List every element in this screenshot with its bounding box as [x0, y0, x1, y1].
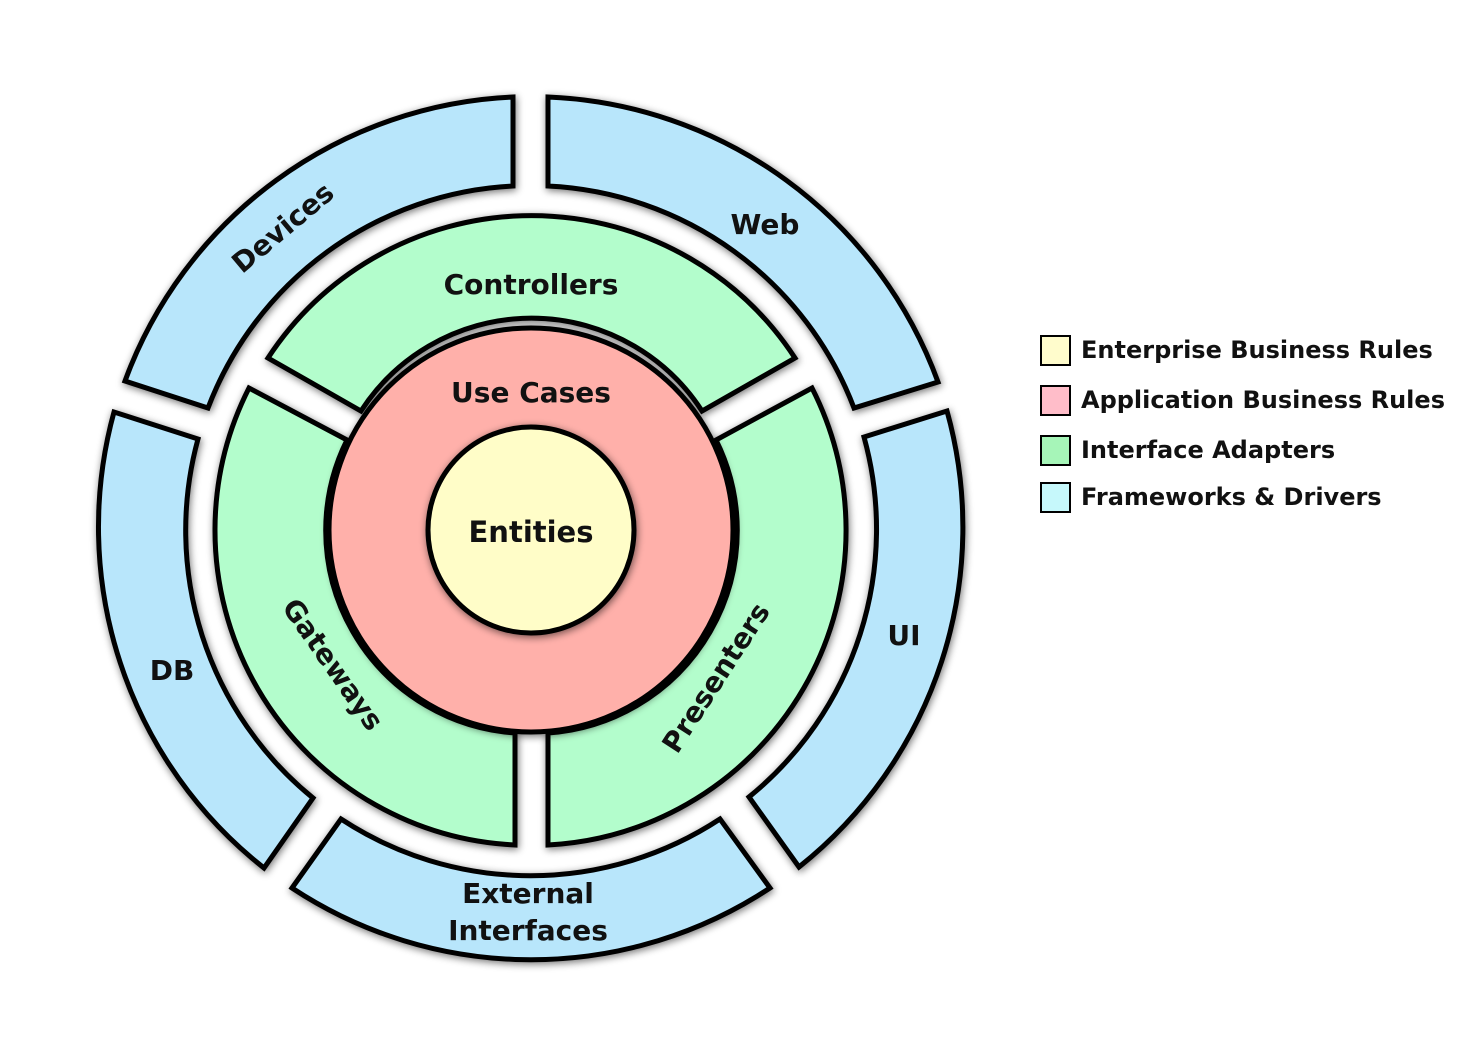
legend-label: Frameworks & Drivers: [1081, 483, 1382, 511]
legend-swatch-adapters: [1040, 434, 1071, 466]
legend-item: Application Business Rules: [1040, 383, 1445, 417]
legend-swatch-enterprise: [1040, 334, 1071, 366]
legend-label: Interface Adapters: [1081, 436, 1336, 464]
segment-ui: [745, 407, 966, 871]
segment-db: [95, 408, 317, 872]
segment-presenters: [545, 384, 849, 848]
clean-architecture-diagram: Entities Use Cases Controllers Gateways …: [95, 94, 966, 963]
legend-item: Frameworks & Drivers: [1040, 480, 1382, 514]
frameworks-drivers-ring: [95, 94, 966, 963]
entities-circle: [425, 424, 637, 636]
label-db: DB: [150, 654, 195, 687]
label-entities: Entities: [469, 515, 594, 549]
legend-label: Application Business Rules: [1081, 386, 1445, 414]
interface-adapters-ring: [212, 213, 849, 848]
segment-gateways: [212, 384, 518, 848]
legend-swatch-application: [1040, 384, 1071, 416]
segment-controllers: [264, 213, 799, 415]
segment-external-interfaces: [288, 815, 774, 963]
label-interfaces: Interfaces: [448, 914, 608, 947]
legend-label: Enterprise Business Rules: [1081, 336, 1433, 364]
label-ui: UI: [887, 619, 920, 652]
segment-devices: [121, 94, 516, 412]
label-use-cases: Use Cases: [451, 376, 611, 409]
legend-swatch-frameworks: [1040, 481, 1071, 513]
label-web: Web: [731, 208, 800, 241]
label-external: External: [462, 877, 594, 910]
legend-item: Enterprise Business Rules: [1040, 333, 1433, 367]
segment-web: [545, 94, 942, 412]
label-controllers: Controllers: [444, 268, 619, 301]
legend-item: Interface Adapters: [1040, 433, 1335, 467]
